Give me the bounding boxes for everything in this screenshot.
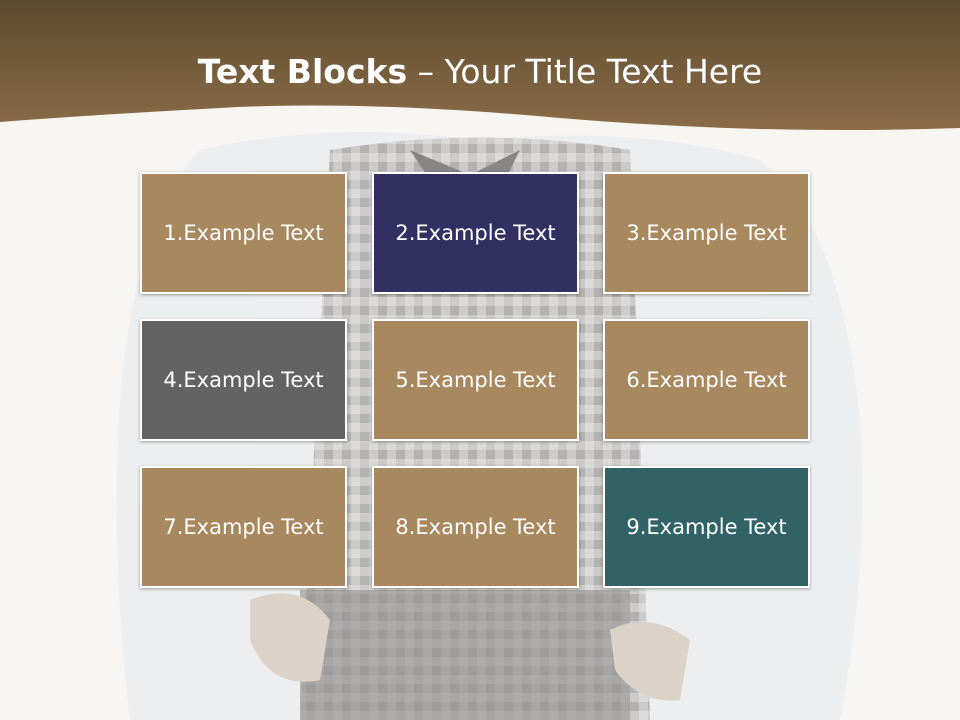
text-block-2-label: 2.Example Text	[395, 221, 556, 245]
text-block-9-label: 9.Example Text	[626, 515, 787, 539]
text-block-3-label: 3.Example Text	[626, 221, 787, 245]
text-block-4-label: 4.Example Text	[163, 368, 324, 392]
text-block-6: 6.Example Text	[603, 319, 810, 441]
text-block-8: 8.Example Text	[372, 466, 579, 588]
slide-title: Text Blocks – Your Title Text Here	[0, 52, 960, 91]
text-block-5: 5.Example Text	[372, 319, 579, 441]
title-bold: Text Blocks	[197, 52, 408, 91]
text-block-1: 1.Example Text	[140, 172, 347, 294]
text-block-1-label: 1.Example Text	[163, 221, 324, 245]
text-block-4: 4.Example Text	[140, 319, 347, 441]
text-block-2: 2.Example Text	[372, 172, 579, 294]
title-rest: – Your Title Text Here	[417, 52, 763, 91]
text-block-8-label: 8.Example Text	[395, 515, 556, 539]
text-block-7-label: 7.Example Text	[163, 515, 324, 539]
text-block-3: 3.Example Text	[603, 172, 810, 294]
text-block-5-label: 5.Example Text	[395, 368, 556, 392]
text-block-9: 9.Example Text	[603, 466, 810, 588]
text-block-7: 7.Example Text	[140, 466, 347, 588]
text-block-6-label: 6.Example Text	[626, 368, 787, 392]
